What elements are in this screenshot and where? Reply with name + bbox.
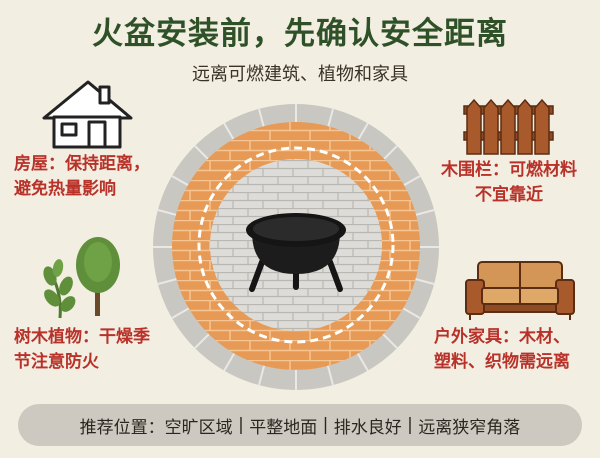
fire-pit-icon	[246, 213, 346, 292]
separator: |	[232, 415, 250, 435]
location-flat-ground: 平整地面	[249, 417, 318, 438]
label-house-line1: 房屋：保持距离，	[14, 154, 150, 174]
page-subtitle: 远离可燃建筑、植物和家具	[192, 64, 408, 85]
location-away-from-corners: 远离狭窄角落	[418, 417, 521, 438]
label-fence: 木围栏：可燃材料 不宜靠近	[433, 158, 585, 208]
tree-icon	[43, 237, 120, 319]
label-fence-line1: 木围栏：可燃材料	[441, 160, 577, 180]
location-open-area: 推荐位置：空旷区域	[79, 417, 233, 438]
location-good-drainage: 排水良好	[333, 417, 402, 438]
sofa-icon	[465, 261, 575, 320]
separator: |	[401, 415, 419, 435]
house-icon	[42, 80, 133, 149]
label-furniture-line2: 塑料、织物需远离	[434, 352, 570, 372]
page-title: 火盆安装前，先确认安全距离	[92, 16, 508, 52]
label-fence-line2: 不宜靠近	[475, 185, 543, 205]
label-house-line2: 避免热量影响	[14, 179, 116, 199]
recommended-location-bar: 推荐位置：空旷区域 | 平整地面 | 排水良好 | 远离狭窄角落	[18, 404, 582, 446]
label-house: 房屋：保持距离， 避免热量影响	[14, 152, 150, 202]
fence-icon	[463, 98, 554, 155]
label-plants-line1: 树木植物：干燥季	[14, 327, 150, 347]
label-plants: 树木植物：干燥季 节注意防火	[14, 325, 150, 375]
safety-distance-circle	[197, 146, 395, 344]
label-plants-line2: 节注意防火	[14, 352, 99, 372]
label-furniture: 户外家具：木材、 塑料、织物需远离	[434, 325, 570, 375]
label-furniture-line1: 户外家具：木材、	[434, 327, 570, 347]
separator: |	[317, 415, 334, 435]
